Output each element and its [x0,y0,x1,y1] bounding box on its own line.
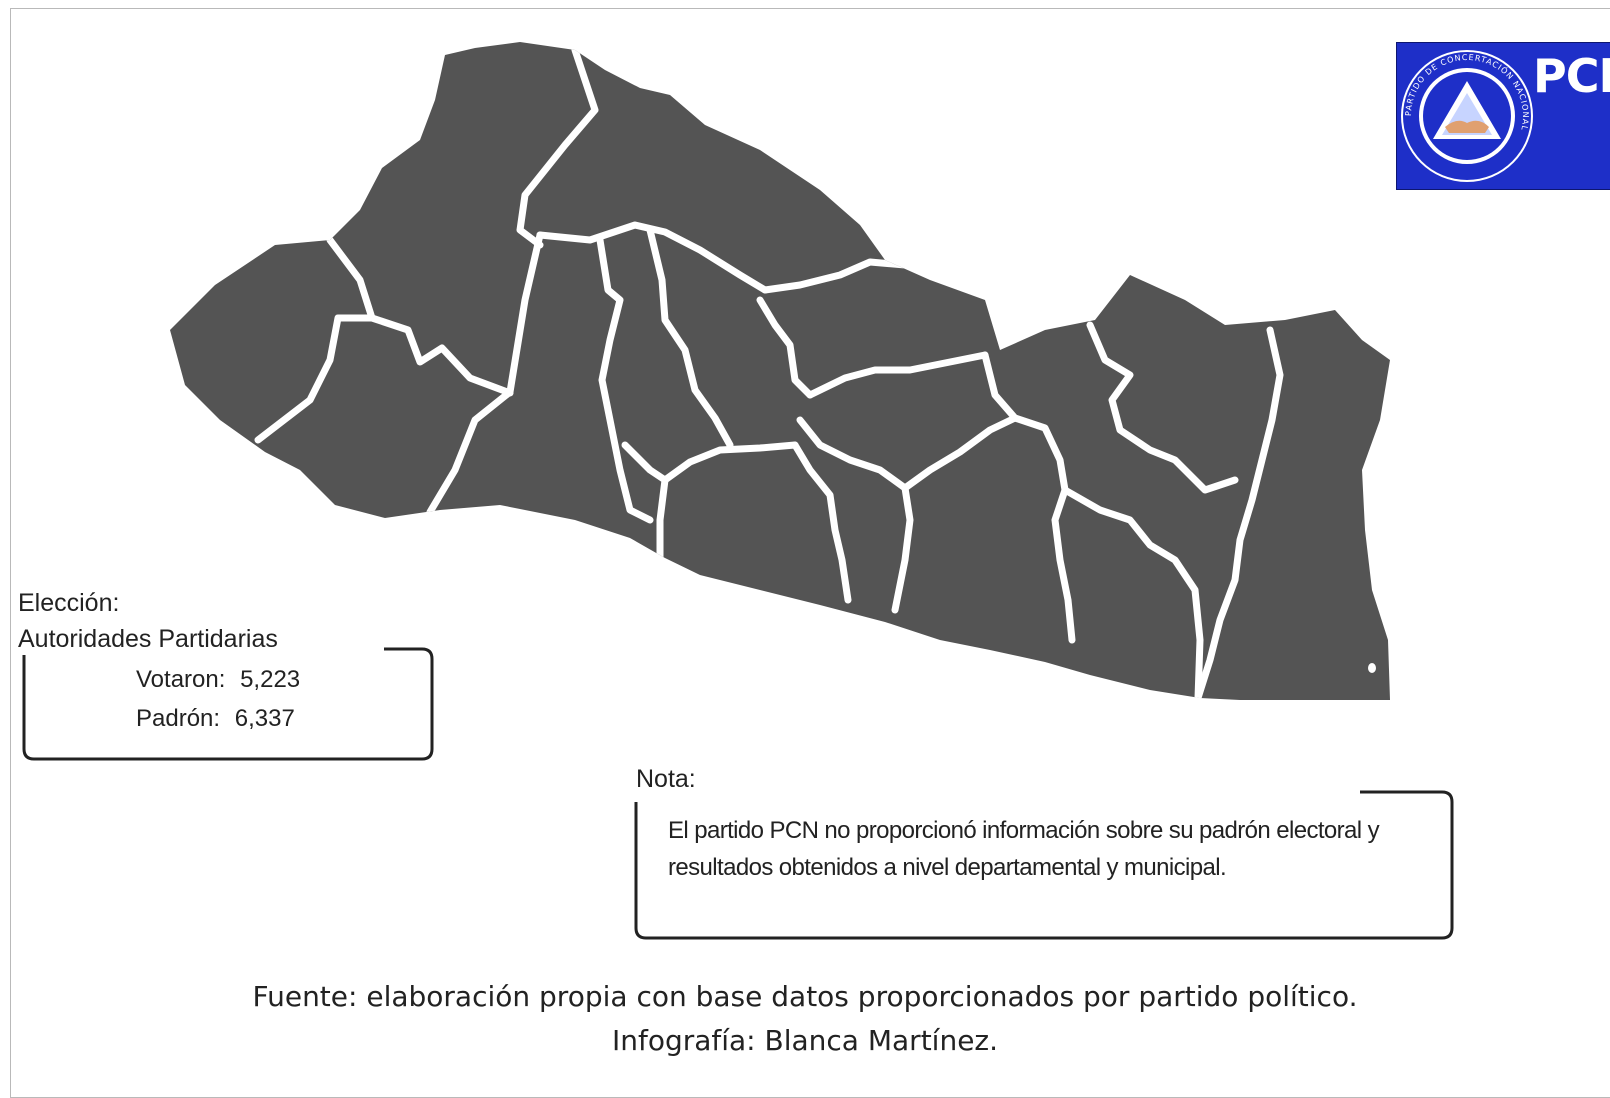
votaron-row: Votaron: 5,223 [136,666,300,694]
note-box [634,790,1454,940]
credit-text: Infografía: Blanca Martínez. [611,1024,999,1057]
island [1368,663,1376,673]
department-border [368,314,514,397]
election-heading: Elección: [18,589,120,617]
department-border [901,414,1019,492]
department-border [756,296,814,399]
pcn-logo: PARTIDO DE CONCERTACIÓN NACIONAL PCN [1396,42,1610,190]
department-border [791,441,852,604]
department-border [1061,486,1204,700]
department-border [1051,486,1076,644]
department-border [981,351,1069,494]
padron-label: Padrón: [136,705,221,732]
department-border [1194,326,1284,700]
note-title: Nota: [636,765,696,793]
padron-row: Padrón: 6,337 [136,705,295,733]
note-text: El partido PCN no proporcionó informació… [668,817,1380,881]
department-border [254,236,376,444]
votaron-value: 5,223 [240,666,301,693]
source-text: Fuente: elaboración propia con base dato… [252,980,1358,1013]
election-label: Elección: Autoridades Partidarias [18,585,278,657]
department-border [516,46,599,249]
department-border [646,226,734,449]
department-border [536,221,769,294]
election-type: Autoridades Partidarias [18,625,278,653]
logo-abbreviation: PCN [1533,49,1610,103]
votaron-label: Votaron: [136,666,226,693]
stats-box [22,647,434,761]
department-border [806,351,989,399]
gulf-islands [1368,663,1399,698]
department-border [1086,321,1239,494]
pcn-emblem-icon: PARTIDO DE CONCERTACIÓN NACIONAL [1401,50,1533,182]
island [1391,682,1399,698]
padron-value: 6,337 [234,705,295,732]
department-border [661,441,799,484]
department-border [596,236,654,524]
country-shape [170,42,1390,700]
coastline-inlet [866,646,1034,694]
department-border [796,416,914,614]
department-border [426,231,544,516]
